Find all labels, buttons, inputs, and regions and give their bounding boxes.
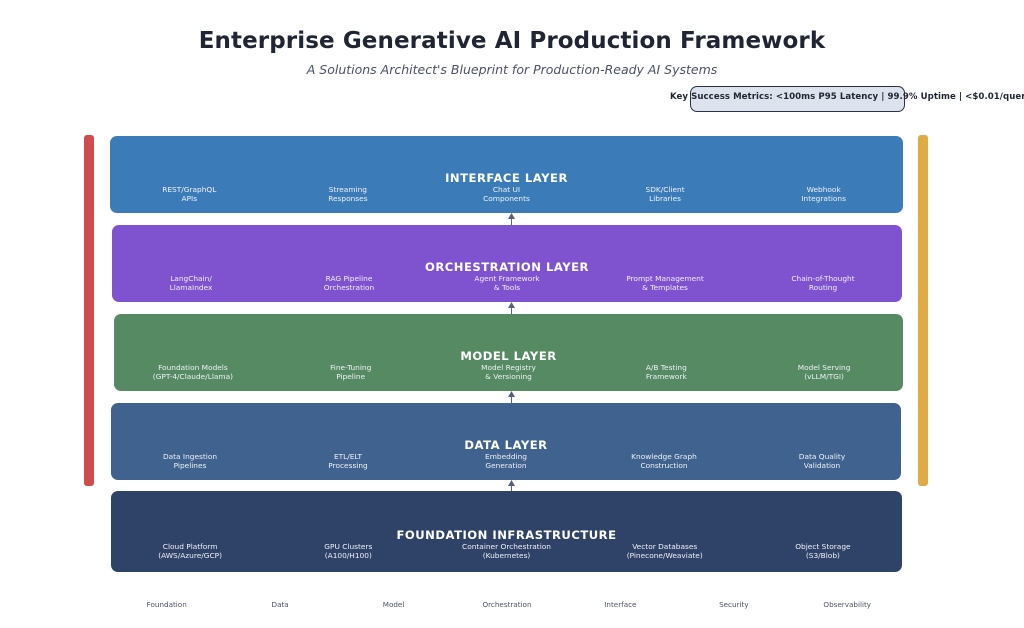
layer-component[interactable]: Model Serving (vLLM/TGI)	[797, 362, 851, 381]
layer-component-row: Cloud Platform (AWS/Azure/GCP) GPU Cluste…	[111, 542, 902, 560]
layer-title: FOUNDATION INFRASTRUCTURE	[396, 527, 617, 542]
layer-component-row: REST/GraphQL APIs Streaming Responses Chat…	[110, 185, 903, 203]
layer-component[interactable]: Cloud Platform (AWS/Azure/GCP)	[158, 542, 222, 561]
key-metrics-box	[690, 86, 905, 112]
axis-label: Data	[271, 600, 289, 609]
left-accent-bar	[84, 135, 94, 486]
layer-component-row: Data Ingestion Pipelines ETL/ELT Processi…	[111, 452, 901, 470]
layer-arrow-icon	[506, 213, 517, 225]
layer-component[interactable]: GPU Clusters (A100/H100)	[324, 542, 373, 561]
layer-component[interactable]: Chain-of-Thought Routing	[791, 273, 855, 292]
layer-component[interactable]: ETL/ELT Processing	[328, 451, 368, 470]
layer-component[interactable]: SDK/Client Libraries	[645, 184, 685, 203]
axis-label-row: Foundation Data Model Orchestration Interfac…	[110, 600, 904, 609]
axis-label: Interface	[604, 600, 637, 609]
layer-component[interactable]: Container Orchestration (Kubernetes)	[462, 542, 551, 561]
layer-band[interactable]: DATA LAYER Data Ingestion Pipelines ETL/EL…	[111, 403, 901, 480]
layer-component[interactable]: Object Storage (S3/Blob)	[795, 542, 851, 561]
layer-component[interactable]: Foundation Models (GPT-4/Claude/Llama)	[152, 362, 234, 381]
layer-component[interactable]: Knowledge Graph Construction	[631, 451, 697, 470]
layer-title: DATA LAYER	[464, 438, 548, 453]
layer-component[interactable]: LangChain/ LlamaIndex	[169, 273, 213, 292]
layer-component[interactable]: Data Quality Validation	[798, 451, 846, 470]
layer-component[interactable]: Model Registry & Versioning	[481, 362, 536, 381]
layer-component[interactable]: Webhook Integrations	[801, 184, 846, 203]
axis-label: Model	[382, 600, 405, 609]
layer-arrow-icon	[506, 302, 517, 314]
layer-component[interactable]: Fine-Tuning Pipeline	[330, 362, 372, 381]
page-subtitle: A Solutions Architect's Blueprint for Pr…	[306, 62, 718, 77]
axis-label: Security	[719, 600, 749, 609]
layer-arrow-icon	[506, 391, 517, 403]
layer-component[interactable]: Agent Framework & Tools	[474, 273, 540, 292]
layer-component[interactable]: Vector Databases (Pinecone/Weaviate)	[626, 542, 703, 561]
layer-title: INTERFACE LAYER	[445, 171, 568, 186]
layer-title: MODEL LAYER	[460, 349, 557, 364]
layer-component[interactable]: Prompt Management & Templates	[626, 273, 704, 292]
layer-component[interactable]: RAG Pipeline Orchestration	[323, 273, 375, 292]
layer-component-row: Foundation Models (GPT-4/Claude/Llama) Fi…	[114, 363, 903, 381]
layer-arrow-icon	[506, 480, 517, 491]
layer-component[interactable]: Embedding Generation	[485, 451, 527, 470]
layer-component[interactable]: Streaming Responses	[328, 184, 368, 203]
layer-component[interactable]: Chat UI Components	[483, 184, 530, 203]
page-title: Enterprise Generative AI Production Fram…	[198, 28, 826, 54]
axis-label: Foundation	[146, 600, 187, 609]
layer-title: ORCHESTRATION LAYER	[425, 260, 589, 275]
layer-component[interactable]: REST/GraphQL APIs	[162, 184, 217, 203]
layer-component-row: LangChain/ LlamaIndex RAG Pipeline Orches…	[112, 274, 902, 292]
layer-component[interactable]: A/B Testing Framework	[645, 362, 687, 381]
key-metrics-text: Key Success Metrics: <100ms P95 Latency …	[670, 92, 1024, 102]
right-accent-bar	[918, 135, 928, 486]
layer-band[interactable]: INTERFACE LAYER REST/GraphQL APIs Streamin…	[110, 136, 903, 213]
axis-label: Observability	[823, 600, 872, 609]
axis-label: Orchestration	[482, 600, 532, 609]
layer-component[interactable]: Data Ingestion Pipelines	[162, 451, 218, 470]
